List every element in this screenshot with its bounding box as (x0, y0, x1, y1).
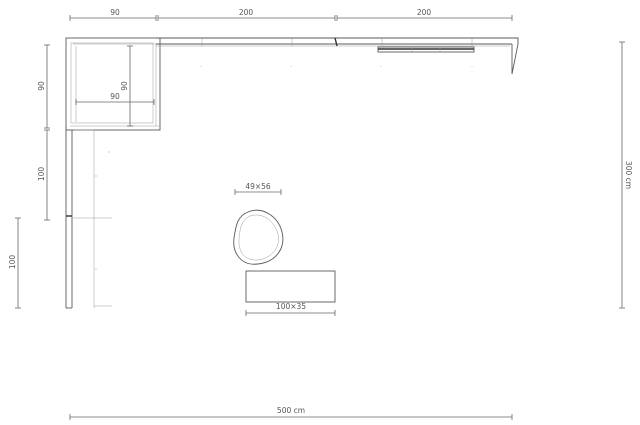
sofa-left-section (65, 126, 112, 309)
left-dimension-line-90: 90 (37, 44, 50, 129)
top-dimension-line-90: 90 (69, 8, 157, 21)
left-dimension-line-100-lower: 100 (8, 217, 21, 309)
top-dimension-line-200-mid: 200 (157, 8, 336, 21)
top-dimension-label-200-mid: 200 (239, 8, 254, 17)
corner-depth-label: 90 (120, 81, 129, 91)
left-dimension-line-100-mid: 100 (37, 129, 50, 221)
left-dimension-label-100-lower: 100 (8, 255, 17, 270)
top-dimension-label-200-right: 200 (417, 8, 432, 17)
sofa-corner-module (65, 37, 161, 131)
ottoman-dimension: 49×56 (234, 182, 282, 195)
top-dimension-label-90: 90 (110, 8, 120, 17)
corner-depth-dimension: 90 (120, 45, 133, 127)
ottoman (233, 209, 284, 265)
left-dimension-label-90: 90 (37, 81, 46, 91)
top-section-markers (200, 66, 473, 67)
corner-width-label: 90 (110, 92, 120, 101)
sofa-top-back-section (156, 37, 519, 75)
right-dimension-label-300: 300 cm (624, 161, 633, 189)
left-dimension-label-100-mid: 100 (37, 167, 46, 182)
coffee-table-dimension: 100×35 (245, 302, 336, 316)
bottom-dimension-line-500: 500 cm (69, 406, 513, 420)
ottoman-dimension-label: 49×56 (245, 182, 271, 191)
sofa-top-shelf (377, 46, 475, 53)
corner-width-dimension: 90 (75, 92, 155, 105)
bottom-dimension-label-500: 500 cm (277, 406, 305, 415)
top-dimension-line-200-right: 200 (336, 8, 513, 21)
coffee-table (245, 270, 336, 303)
right-dimension-line-300: 300 cm (619, 41, 633, 309)
coffee-table-dimension-label: 100×35 (276, 302, 306, 311)
